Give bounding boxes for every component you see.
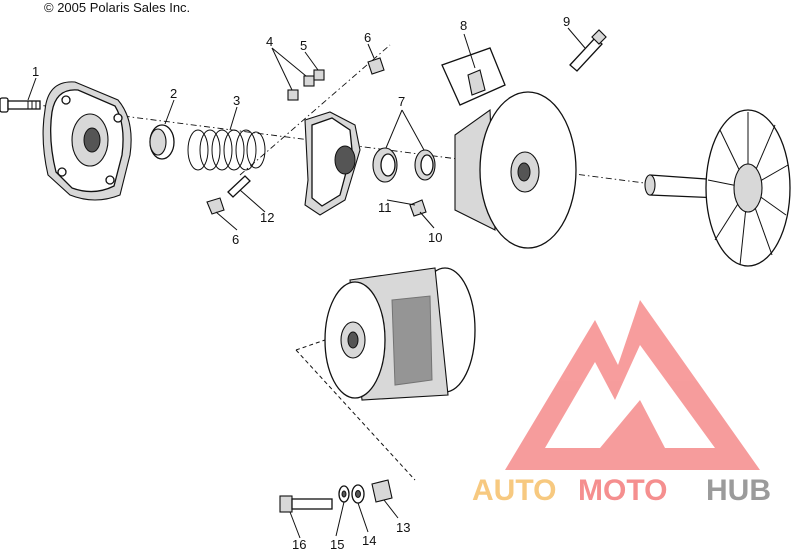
callout-11: 11 <box>378 200 392 215</box>
part-4-5-nuts <box>287 69 325 101</box>
callout-1: 1 <box>32 64 39 79</box>
assembled-clutch <box>324 267 476 401</box>
callout-13: 13 <box>396 520 410 535</box>
part-9-bolt <box>569 29 607 72</box>
watermark-auto: AUTO <box>472 474 556 507</box>
part-7-rollers <box>372 147 436 183</box>
callout-12: 12 <box>260 210 274 225</box>
callout-9: 9 <box>563 14 570 29</box>
callout-6-upper: 6 <box>364 30 371 45</box>
callout-3: 3 <box>233 93 240 108</box>
part-11-bushing <box>409 199 427 217</box>
watermark-logo <box>505 300 760 470</box>
callout-16: 16 <box>292 537 306 551</box>
part-6-upper-bushing <box>367 57 385 75</box>
callout-8: 8 <box>460 18 467 33</box>
part-15-washer <box>338 485 350 503</box>
callout-15: 15 <box>330 537 344 551</box>
callout-labels: 1 2 3 4 5 6 6 7 8 9 10 11 12 13 14 15 16 <box>32 14 570 552</box>
part-2-ring <box>149 124 175 160</box>
drive-cover <box>42 81 132 201</box>
watermark-hub: HUB <box>706 474 771 507</box>
part-3-spring <box>187 129 266 171</box>
callout-14: 14 <box>362 533 376 548</box>
callout-10: 10 <box>428 230 442 245</box>
copyright-notice: © 2005 Polaris Sales Inc. <box>44 0 191 15</box>
secondary-axis <box>239 44 391 176</box>
part-13-bushing <box>371 479 393 503</box>
part-16-bolt <box>279 495 333 513</box>
watermark-moto: MOTO <box>578 474 667 507</box>
leader-lines <box>27 27 586 539</box>
callout-5: 5 <box>300 38 307 53</box>
moveable-sheave <box>454 91 577 249</box>
part-1-bolt <box>0 97 41 113</box>
spider-assembly <box>304 111 361 216</box>
part-12-pin <box>227 175 251 198</box>
callout-2: 2 <box>170 86 177 101</box>
part-6-lower-bushing <box>206 197 225 215</box>
fixed-sheave <box>644 109 791 267</box>
part-8-bracket <box>441 47 506 106</box>
callout-6-lower: 6 <box>232 232 239 247</box>
part-14-washer <box>351 484 365 504</box>
watermark-text: AUTO MOTO HUB <box>472 474 771 507</box>
callout-4: 4 <box>266 34 273 49</box>
callout-7: 7 <box>398 94 405 109</box>
